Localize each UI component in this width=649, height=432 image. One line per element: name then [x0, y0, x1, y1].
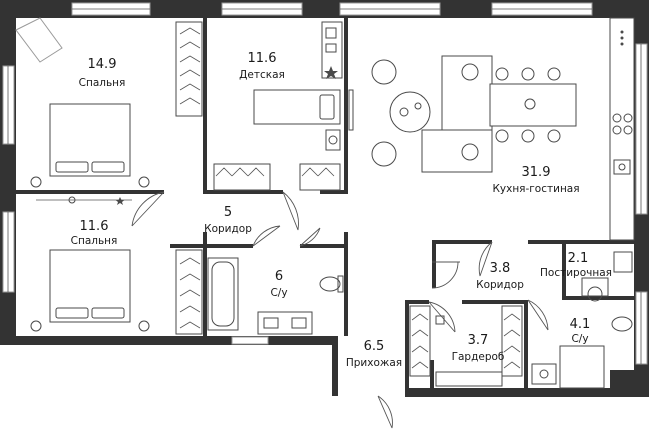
- armchairs: [371, 59, 397, 167]
- room-name: С/у: [270, 287, 287, 299]
- bath2-fixtures: [531, 316, 633, 389]
- room-label-living: 31.9 Кухня-гостиная: [492, 165, 579, 195]
- bed-kids: [253, 89, 341, 151]
- area-value: 5: [224, 205, 232, 220]
- room-name: Спальня: [79, 77, 126, 89]
- bed-bedroom1: [30, 103, 150, 188]
- room-name: Коридор: [204, 223, 252, 235]
- area-value: 31.9: [522, 165, 551, 180]
- area-value: 6.5: [364, 339, 385, 354]
- radiator: [348, 89, 354, 131]
- corner-window: [15, 17, 63, 63]
- coffee-table: [389, 91, 431, 133]
- area-value: 14.9: [88, 57, 117, 72]
- room-name: Прихожая: [346, 357, 402, 369]
- area-value: 3.7: [468, 333, 489, 348]
- room-label-bath1: 6 С/у: [270, 269, 287, 299]
- room-label-bath2: 4.1 С/у: [570, 317, 591, 345]
- room-label-laundry: 2.1 Постирочная: [540, 251, 612, 279]
- area-value: 6: [275, 269, 283, 284]
- room-label-corridor1: 5 Коридор: [204, 205, 252, 235]
- bathtub: [207, 257, 239, 331]
- shelf-kids: [213, 163, 341, 191]
- room-label-bedroom1: 14.9 Спальня: [79, 57, 126, 89]
- interior-walls: [16, 18, 634, 392]
- star-icon: [324, 66, 338, 79]
- room-name: Коридор: [476, 279, 524, 291]
- toilet-bath1: [319, 275, 344, 293]
- sinks-bath1: [257, 311, 313, 335]
- dining-table: [489, 67, 577, 143]
- kitchen-unit: [609, 17, 635, 241]
- room-name: Гардероб: [452, 351, 505, 363]
- doors: [131, 191, 549, 429]
- room-label-wardrobe: 3.7 Гардероб: [452, 333, 505, 363]
- room-label-hall: 6.5 Прихожая: [346, 339, 402, 369]
- room-label-corridor2: 3.8 Коридор: [476, 261, 524, 291]
- wardrobe-racks: [409, 305, 523, 387]
- area-value: 2.1: [568, 251, 589, 266]
- room-name: Кухня-гостиная: [492, 183, 579, 195]
- desk-kids: [321, 21, 343, 79]
- sofa: [421, 55, 493, 173]
- laundry-fixtures: [581, 251, 633, 302]
- area-value: 11.6: [80, 219, 109, 234]
- wardrobe-bedroom2: [175, 249, 203, 335]
- area-value: 3.8: [490, 261, 511, 276]
- wardrobe-bedroom1: [175, 21, 203, 117]
- hanger-rail: [36, 196, 132, 205]
- hook-marker: [435, 315, 445, 325]
- area-value: 4.1: [570, 317, 591, 332]
- area-value: 11.6: [248, 51, 277, 66]
- room-name: Постирочная: [540, 267, 612, 279]
- room-label-kids: 11.6 Детская: [239, 51, 285, 81]
- room-name: Детская: [239, 69, 285, 81]
- windows: [2, 2, 648, 365]
- bed-bedroom2: [30, 249, 150, 332]
- room-label-bedroom2: 11.6 Спальня: [71, 219, 118, 247]
- room-name: Спальня: [71, 235, 118, 247]
- room-name: С/у: [571, 333, 588, 345]
